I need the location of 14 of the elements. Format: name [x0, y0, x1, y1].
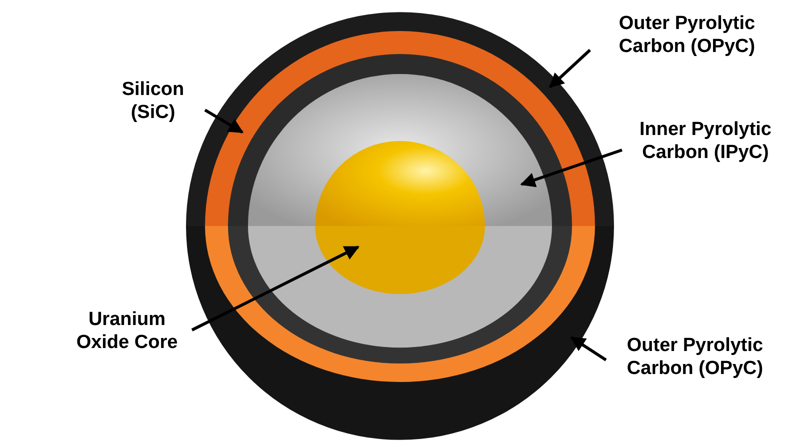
- leader-line: [191, 246, 360, 332]
- callout-label: Inner Pyrolytic Carbon (IPyC): [638, 118, 772, 164]
- silicon-carbide-layer: [205, 31, 595, 382]
- leader-line: [520, 148, 622, 188]
- uranium-core: [315, 141, 485, 294]
- callout-label: Uranium Oxide Core: [75, 308, 179, 354]
- callout-label: Silicon (SiC): [120, 78, 186, 124]
- inner-carbon-layer: [228, 54, 572, 364]
- callout-label: Outer Pyrolytic Carbon (OPyC): [626, 334, 764, 380]
- leader-line: [570, 336, 607, 362]
- leader-line: [204, 108, 244, 134]
- outer-carbon-layer: [186, 12, 614, 440]
- leader-line: [548, 48, 592, 88]
- callout-label: Outer Pyrolytic Carbon (OPyC): [618, 12, 756, 58]
